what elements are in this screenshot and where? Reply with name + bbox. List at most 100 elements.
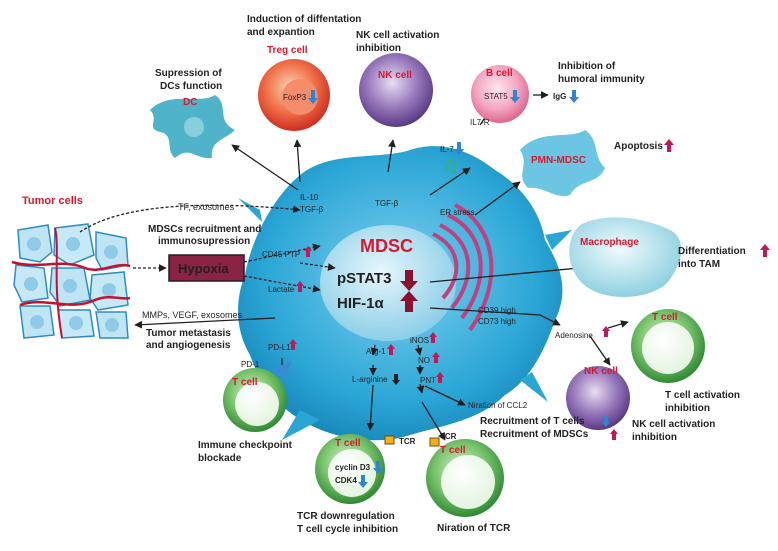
tcell-bottom-caption-2: T cell cycle inhibition [297,524,398,535]
differentiation-up-arrow [760,244,770,257]
inos-up-arrow [429,332,437,343]
dc-caption-1: Supression of [155,68,222,79]
cdk4-down-arrow [358,475,368,488]
tcell-left-caption-2: blockade [198,453,242,464]
foxp3-down-arrow [308,90,318,104]
recruitment-tcells-label: Recruitment of T cells [480,416,585,427]
tcell-right-caption-2: inhibition [665,403,710,414]
bcell-name: B cell [486,68,513,79]
tcell-bottom-right-tcr: TCR [440,432,457,441]
hypoxia-label: Hypoxia [178,261,229,276]
cyclin-down-arrow [373,461,383,474]
tcell-bottom-cyclin: cyclin D3 [335,463,371,472]
nk-bottom-caption-2: inhibition [632,432,677,443]
pdl1-pd1-receptor [272,360,292,378]
nk-bottom-caption-1: NK cell activation [632,419,715,430]
igg-down-arrow [569,90,579,103]
macrophage-caption-2: into TAM [678,259,720,270]
pd1-label: PD-1 [241,360,260,369]
nk-top-cell [359,53,433,127]
apoptosis-up-arrow [664,139,674,152]
il7-molecules [444,158,459,174]
tcell-left-name: T cell [232,377,258,388]
adenosine-label: Adenosine [555,331,593,340]
metastasis-line2: and angiogenesis [146,340,231,351]
lactate-up-arrow [296,281,304,292]
tcell-bottom-tcr: TCR [399,437,416,446]
bcell-stat5: STAT5 [484,92,508,101]
tcell-bottom-name: T cell [335,438,361,449]
nk-bottom-name: NK cell [584,366,618,377]
pnt-label: PNT [420,376,436,385]
cd45-label: CD45 PTP [262,250,300,259]
tgfb-top-label: TGF-β [375,199,399,208]
cd73-label: CD73 high [478,317,516,326]
pdl1-up-arrow [289,339,297,350]
er-stress-label: ER stress [440,208,475,217]
treg-caption-1: Induction of diffentation [247,14,361,25]
tumor-cells-label: Tumor cells [22,195,83,207]
tcell-left-inner [235,382,279,426]
nitration-ccl2-label: Niration of CCL2 [468,401,528,410]
tgfb-left-label: TGF-β [300,205,324,214]
pnt-up-arrow [436,372,444,383]
hif-up-arrow [400,291,418,312]
tcell-bottom-right-caption: Niration of TCR [437,523,511,534]
macrophage-caption-1: Differentiation [678,246,746,257]
recruitment-line2: immunosupression [158,236,250,247]
tcr-receptor-right [429,437,440,447]
pdl1-label: PD-L1 [268,343,291,352]
tf-exosomes-label: TF, exosomes [178,202,235,212]
pmn-mdsc-cell [520,130,605,197]
tcell-bottom-caption-1: TCR downregulation [297,511,395,522]
larginine-label: L-arginine [352,375,388,384]
tcell-bottom-inner [328,449,376,497]
adenosine-up-arrow [602,326,610,337]
no-label: NO [418,356,430,365]
hypoxia-box [168,254,245,282]
tcell-bottom-right-inner [441,455,495,509]
il10-label: IL-10 [300,193,319,202]
nk-top-caption-2: inhibition [356,43,401,54]
il7-down-arrow [454,142,464,155]
pstat3-down-arrow [400,270,418,291]
mdsc-nucleus [320,225,456,341]
arg1-up-arrow [387,344,395,355]
hif-label: HIF-1α [337,295,385,312]
tcr-receptor-bottom [384,435,395,445]
bcell-caption-1: Inhibition of [558,61,616,72]
recruitment-tcells-down-arrow [602,416,610,427]
treg-foxp3: FoxP3 [283,93,307,102]
tcell-bottom-cdk4: CDK4 [335,476,357,485]
stat5-down-arrow [510,90,520,103]
tcell-right-caption-1: T cell activation [665,390,740,401]
bcell [471,65,529,123]
arg1-label: Arg-1 [366,347,386,356]
nk-top-name: NK cell [378,70,412,81]
mmps-label: MMPs, VEGF, exosomes [142,310,243,320]
tcell-left-caption-1: Immune checkpoint [198,440,293,451]
cd45-up-arrow [304,246,312,257]
lactate-label: Lactate [268,285,295,294]
bcell-igg: IgG [553,92,566,101]
dc-caption-2: DCs function [160,81,222,92]
macrophage-cell [569,217,682,297]
apoptosis-label: Apoptosis [614,141,663,152]
larginine-down-arrow [392,374,400,385]
dc-cell [150,95,235,159]
tcell-right-inner [642,322,694,374]
mdsc-title: MDSC [360,236,413,256]
dc-name: DC [183,97,197,108]
tcell-right-name: T cell [652,312,678,323]
metastasis-line1: Tumor metastasis [146,328,231,339]
pathway-arrows [79,91,666,441]
no-up-arrow [432,352,440,363]
nk-bottom-cell [566,366,630,430]
treg-nucleus [282,79,318,115]
recruitment-mdscs-label: Recruitment of MDSCs [480,429,589,440]
nk-top-caption-1: NK cell activation [356,30,439,41]
treg-caption-2: and expantion [247,27,315,38]
treg-name: Treg cell [267,45,308,56]
pmn-mdsc-name: PMN-MDSC [531,155,586,166]
